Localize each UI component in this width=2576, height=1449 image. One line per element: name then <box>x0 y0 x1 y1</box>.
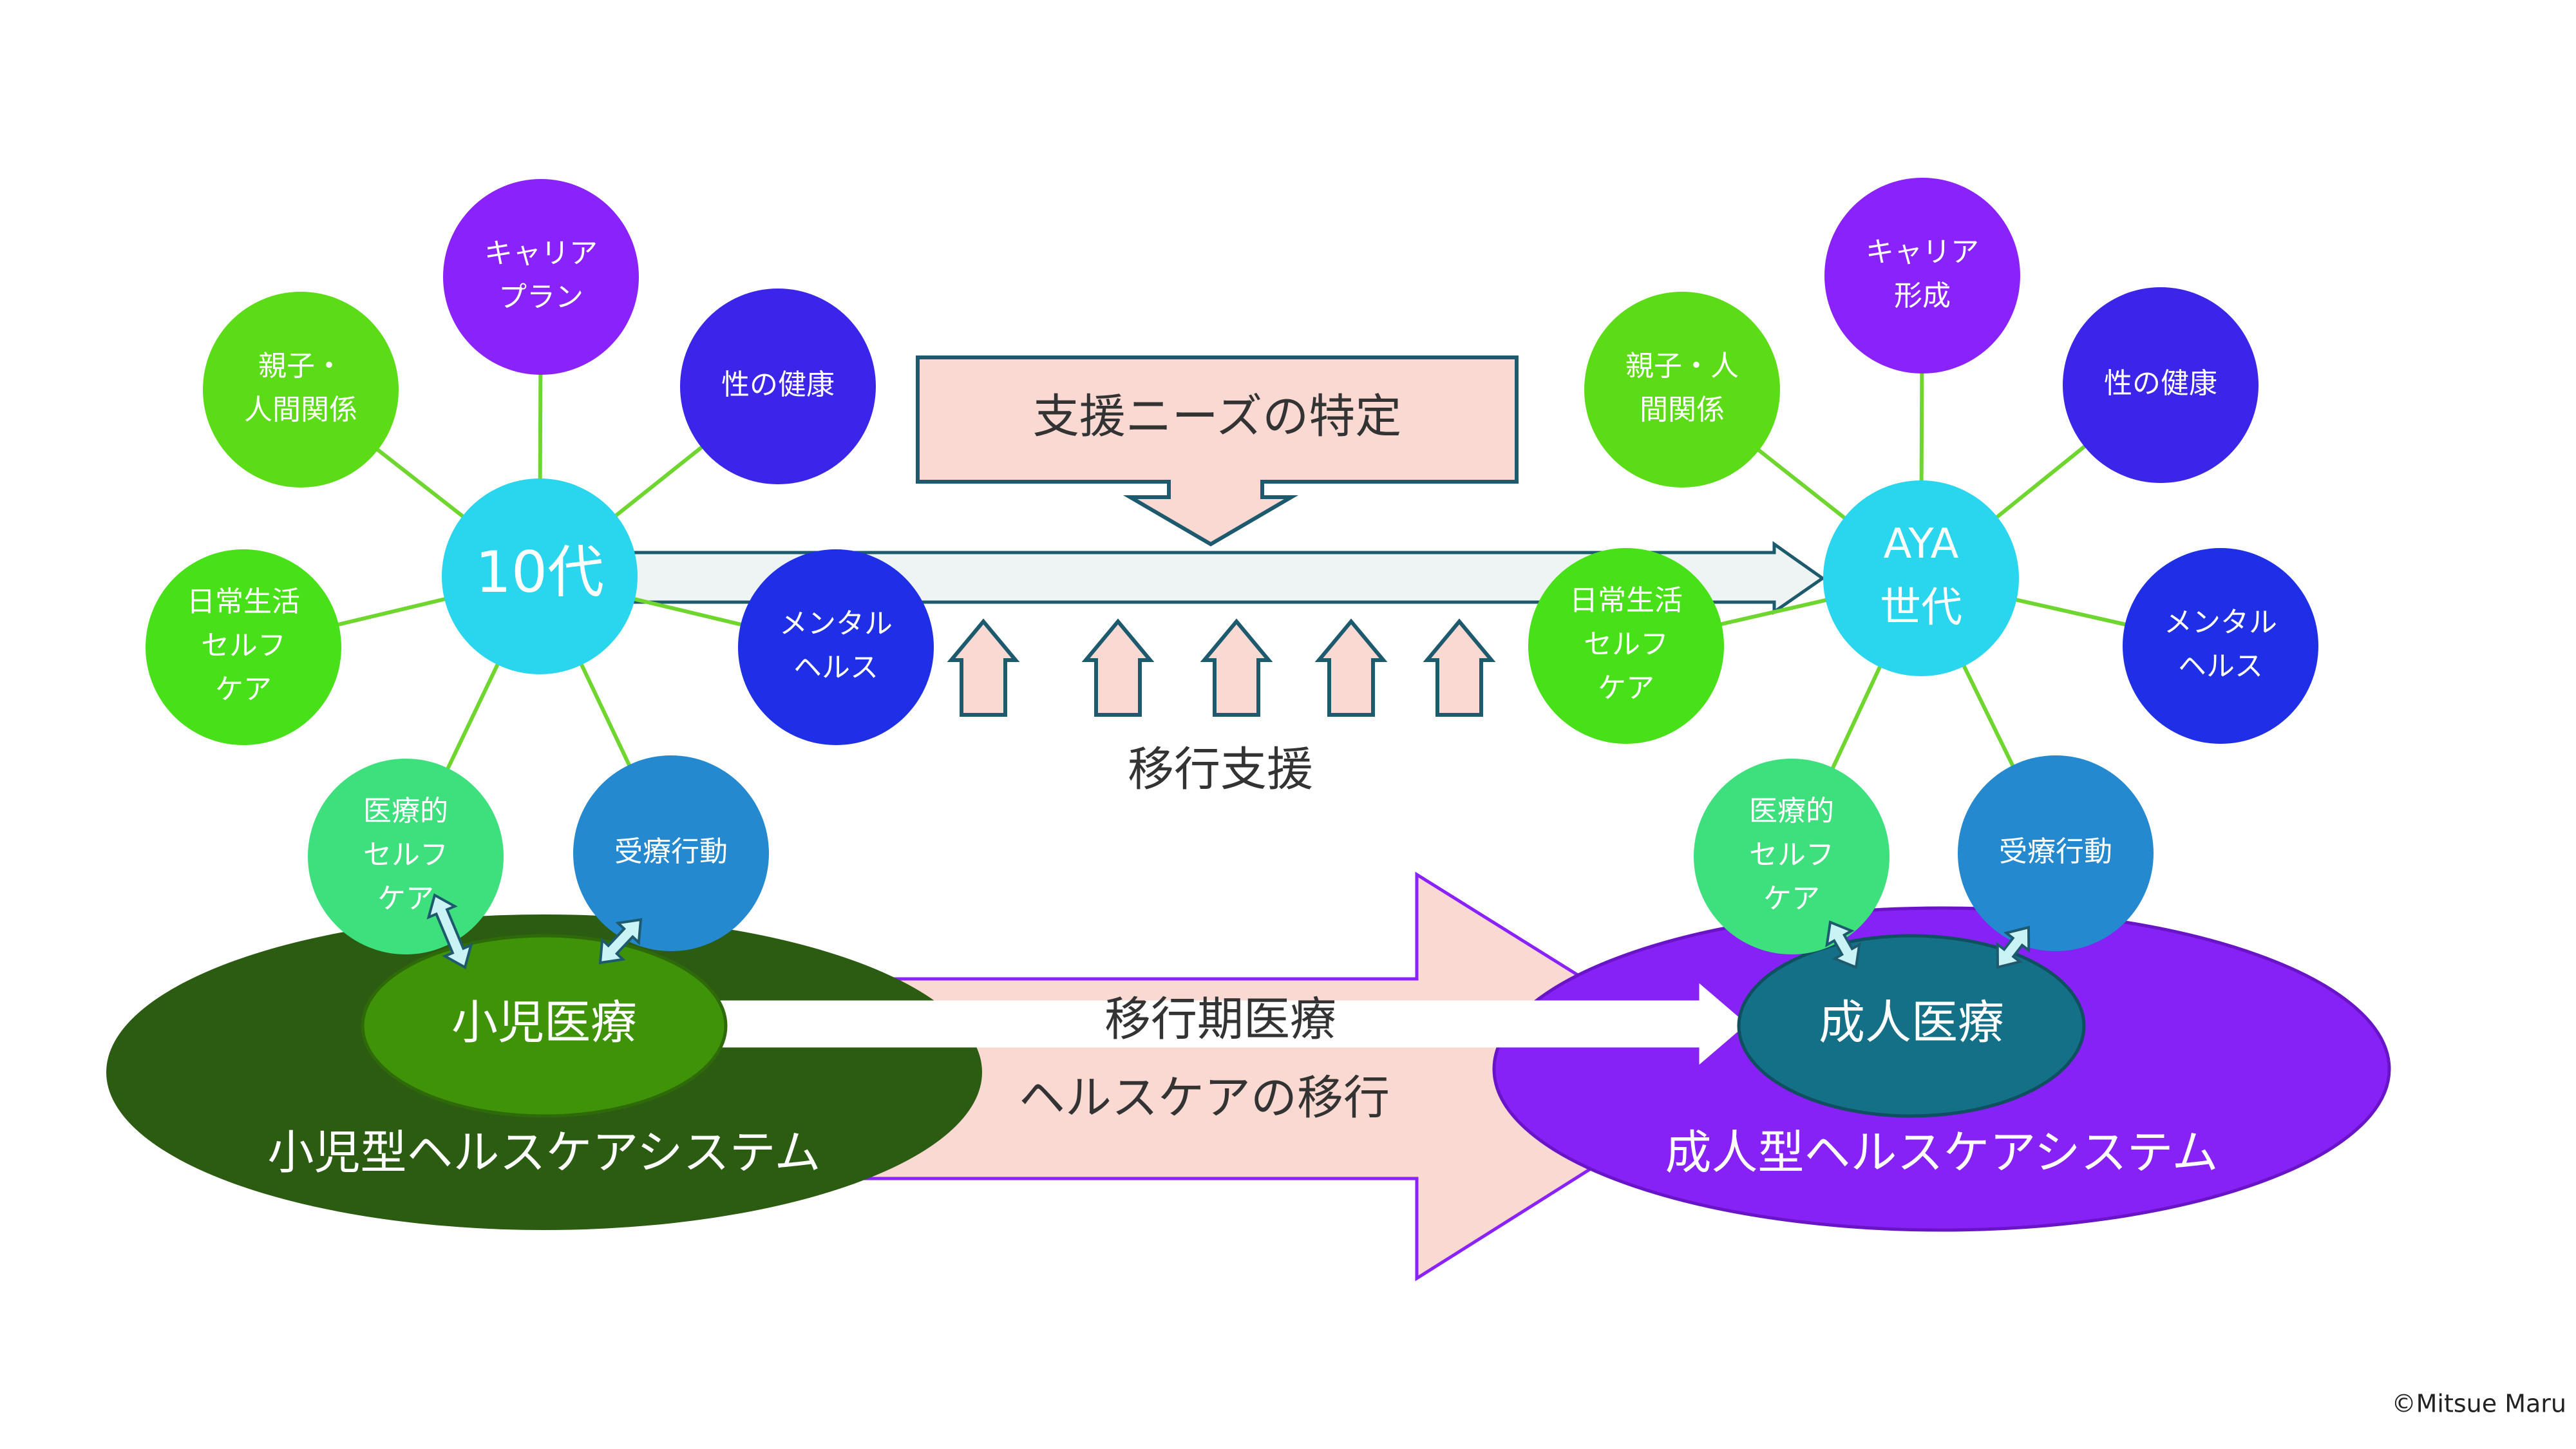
healthcare-transition-arrow <box>829 871 1742 1282</box>
adult-node-sexual-health: 性の健康 <box>2063 287 2259 483</box>
pediatric-career-label-line-2: プラン <box>498 281 583 314</box>
pediatric-circle-relationships <box>203 292 399 488</box>
pediatric-care-link-arrow-1 <box>426 893 473 969</box>
adult-hub-circle <box>1823 480 2019 676</box>
adult-medical-selfcare-label-line-2: セルフ <box>1749 838 1834 871</box>
adult-circle-career <box>1824 178 2020 374</box>
pediatric-relationships-label-line-1: 親子・ <box>258 350 343 383</box>
up-arrow-2 <box>1081 618 1155 717</box>
pediatric-circle-daily-selfcare <box>146 549 341 745</box>
adult-career-label-line-1: キャリア <box>1866 236 1979 269</box>
pediatric-node-relationships: 親子・人間関係 <box>203 292 399 488</box>
adult-care-label: 成人医療 <box>1819 996 2004 1050</box>
adult-career-label-line-2: 形成 <box>1894 279 1951 312</box>
transition-support-label: 移行支援 <box>1128 743 1313 797</box>
adult-hub-label-line-1: AYA <box>1884 520 1959 568</box>
transition-medical-label: 移行期医療 <box>1104 992 1336 1046</box>
pediatric-node-sexual-health: 性の健康 <box>680 289 876 484</box>
pediatric-care-link-arrow-2 <box>598 918 643 965</box>
adult-medical-selfcare-label-line-3: ケア <box>1763 882 1820 915</box>
pediatric-node-care-behavior: 受療行動 <box>573 755 769 951</box>
pediatric-system-label: 小児型ヘルスケアシステム <box>268 1126 821 1180</box>
adult-system-label: 成人型ヘルスケアシステム <box>1665 1126 2219 1180</box>
adult-daily-selfcare-label-line-3: ケア <box>1598 672 1654 705</box>
pediatric-hub: 10代 <box>442 478 638 674</box>
adult-circle-mental-health <box>2123 548 2318 744</box>
pediatric-circle-mental-health <box>738 549 934 745</box>
adult-circle-relationships <box>1584 292 1780 488</box>
healthcare-transition-label: ヘルスケアの移行 <box>1019 1071 1390 1125</box>
needs-box-label: 支援ニーズの特定 <box>1033 390 1401 444</box>
pediatric-care-ellipse <box>361 934 728 1118</box>
adult-relationships-label-line-1: 親子・人 <box>1625 350 1739 383</box>
adult-circle-care-behavior <box>1958 755 2154 951</box>
adult-care-link-arrow-2 <box>1996 925 2031 969</box>
adult-node-relationships: 親子・人間関係 <box>1584 292 1780 488</box>
adult-care-ellipse <box>1737 934 2086 1118</box>
adult-daily-selfcare-label-line-2: セルフ <box>1584 628 1669 661</box>
pediatric-care-behavior-label-line-1: 受療行動 <box>614 835 728 868</box>
adult-hub: AYA 世代 <box>1823 480 2019 676</box>
pediatric-daily-selfcare-label-line-3: ケア <box>215 673 272 706</box>
adult-relationships-label-line-2: 間関係 <box>1640 393 1725 426</box>
pediatric-mental-health-label-line-2: ヘルス <box>793 651 878 684</box>
transition-medical-arrow <box>714 983 1747 1065</box>
adult-care-link-arrow-1 <box>1825 920 1861 969</box>
adult-circle-sexual-health <box>2063 287 2259 483</box>
transition-support-arrows <box>947 618 1496 717</box>
circles: キャリアプラン親子・人間関係性の健康日常生活セルフケアメンタルヘルス医療的セルフ… <box>146 178 2318 954</box>
adult-daily-selfcare-label-line-1: 日常生活 <box>1569 584 1683 617</box>
adult-circle-medical-selfcare <box>1694 759 1889 954</box>
pediatric-hub-label-line-1: 10代 <box>475 539 604 605</box>
adult-node-care-behavior: 受療行動 <box>1958 755 2154 951</box>
pediatric-medical-selfcare-label-line-1: 医療的 <box>363 795 448 828</box>
copyright: ©Mitsue Maru <box>2392 1390 2566 1418</box>
up-arrow-5 <box>1423 618 1496 717</box>
support-needs-box <box>916 355 1519 547</box>
adult-care-behavior-label-line-1: 受療行動 <box>1999 835 2112 868</box>
pediatric-hub-circle <box>442 478 638 674</box>
pediatric-sexual-health-label-line-1: 性の健康 <box>721 368 835 401</box>
adult-sexual-health-label-line-1: 性の健康 <box>2104 367 2217 400</box>
pediatric-medical-selfcare-label-line-2: セルフ <box>363 838 448 871</box>
pediatric-circle-sexual-health <box>680 289 876 484</box>
pediatric-circle-care-behavior <box>573 755 769 951</box>
pediatric-medical-selfcare-label-line-3: ケア <box>377 882 434 915</box>
pediatric-daily-selfcare-label-line-2: セルフ <box>201 629 286 662</box>
pediatric-circle-career <box>443 179 639 375</box>
pediatric-daily-selfcare-label-line-1: 日常生活 <box>187 585 300 618</box>
pediatric-relationships-label-line-2: 人間関係 <box>244 393 357 426</box>
pediatric-care-label: 小児医療 <box>451 996 637 1050</box>
adult-mental-health-label-line-2: ヘルス <box>2178 650 2263 683</box>
care-link-arrows <box>426 893 2031 969</box>
pediatric-career-label-line-1: キャリア <box>484 237 598 270</box>
up-arrow-3 <box>1200 618 1273 717</box>
up-arrow-4 <box>1314 618 1388 717</box>
pediatric-mental-health-label-line-1: メンタル <box>779 607 893 640</box>
adult-mental-health-label-line-1: メンタル <box>2164 606 2277 639</box>
adult-hub-label-line-2: 世代 <box>1880 584 1962 632</box>
up-arrow-1 <box>947 618 1020 717</box>
adult-circle-daily-selfcare <box>1528 548 1724 744</box>
adult-medical-selfcare-label-line-1: 医療的 <box>1749 795 1834 828</box>
